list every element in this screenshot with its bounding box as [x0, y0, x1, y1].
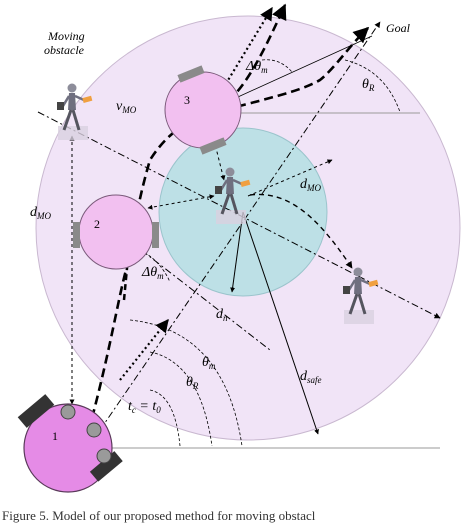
- robot-3-label: 3: [184, 93, 190, 107]
- robot-3: [164, 65, 242, 155]
- dsafe-radius: [242, 211, 319, 435]
- angle-arc-theta-r-bottom: [129, 319, 243, 447]
- v-mo-label: vMO: [116, 99, 137, 115]
- time-label: tc = t0: [128, 399, 161, 415]
- d-safe-label: dsafe: [300, 369, 322, 385]
- figure-caption: Figure 5. Model of our proposed method f…: [2, 508, 316, 523]
- theta-r-top-label: θR: [362, 77, 375, 93]
- d-mo-right-label: dMO: [300, 177, 321, 193]
- d-n-label: dn: [216, 307, 228, 323]
- dn-radius: [230, 211, 244, 293]
- delta-theta-m-top-label: Δθm: [245, 59, 268, 75]
- angle-arc-theta-r-top: [344, 59, 401, 113]
- moving-obstacle-label: Moving: [47, 29, 85, 43]
- robot-path: [90, 3, 287, 419]
- obstacle-predicted-path: [249, 193, 353, 269]
- angle-arc-delta-top: [261, 59, 293, 73]
- robot-2: [73, 194, 159, 270]
- moving-obstacle-label-2: obstacle: [44, 43, 85, 57]
- robot-path-goal: [209, 26, 370, 116]
- d-mo-left-label: dMO: [30, 205, 51, 221]
- goal-label: Goal: [386, 21, 411, 35]
- delta-theta-m-mid-label: Δθm: [141, 265, 164, 281]
- angle-arc-delta-mid: [139, 249, 171, 283]
- dmo-connector-robot2: [147, 194, 215, 210]
- theta-r-bottom-label: θR: [186, 375, 199, 391]
- angle-arc-theta-m: [149, 351, 213, 447]
- theta-m-bottom-label: θm: [202, 355, 216, 371]
- robot-1: [17, 394, 123, 493]
- angle-arc-inner: [149, 389, 181, 447]
- robot-1-label: 1: [52, 429, 58, 443]
- robot-2-label: 2: [94, 217, 100, 231]
